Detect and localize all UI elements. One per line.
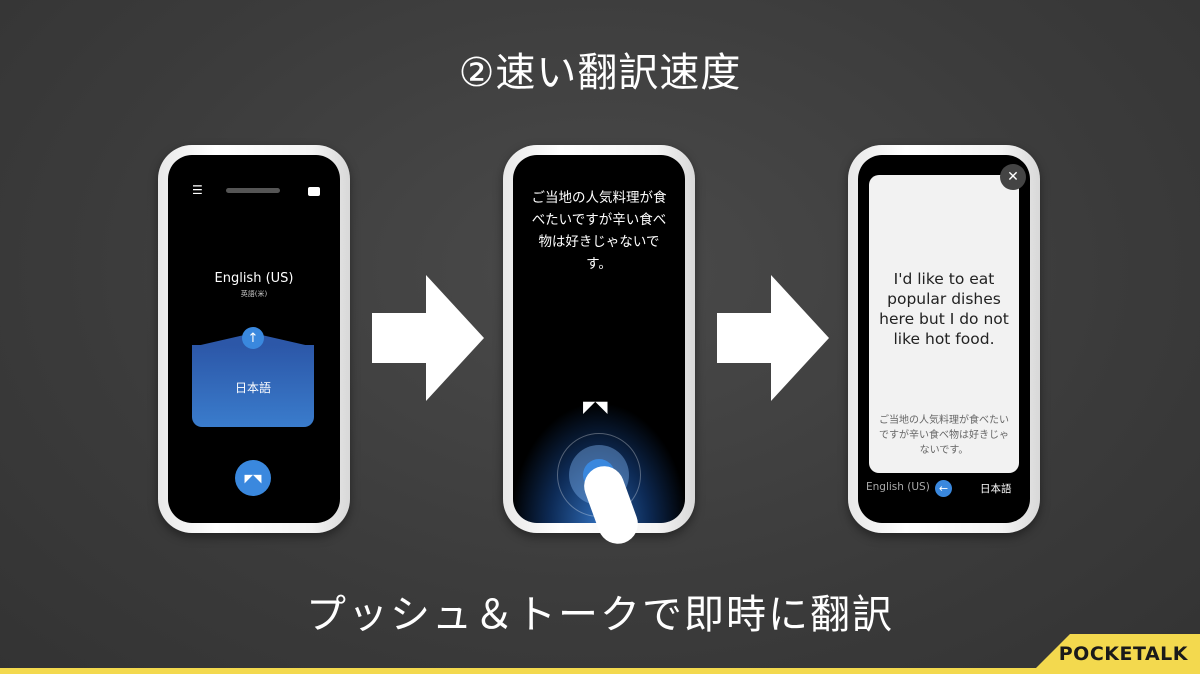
phone-translation: I'd like to eat popular dishes here but … [848, 145, 1040, 533]
slide-subtitle: プッシュ＆トークで即時に翻訳 [306, 592, 894, 638]
pocketalk-logo: POCKETALK [1030, 634, 1200, 674]
arrow-left-icon[interactable]: ← [935, 480, 952, 497]
notch [226, 188, 280, 193]
brand-band [0, 668, 1200, 674]
swap-up-icon[interactable]: ↑ [242, 327, 264, 349]
from-language[interactable]: English (US) [866, 481, 930, 493]
phone-speaking: ご当地の人気料理が食べたいですが辛い食べ物は好きじゃないです。 ◤◥ [503, 145, 695, 550]
slide-title: ②速い翻訳速度 [458, 50, 742, 96]
phone-language-select: ☰ English (US) 英語(米) 日本語 ↑ ◤◥ [158, 145, 350, 533]
target-language: 日本語 [234, 381, 271, 395]
to-language[interactable]: 日本語 [980, 483, 1012, 495]
translation-card: I'd like to eat popular dishes here but … [869, 175, 1019, 473]
arrow-right-icon [372, 275, 484, 401]
arrow-right-icon [717, 275, 829, 401]
phone-screen: ご当地の人気料理が食べたいですが辛い食べ物は好きじゃないです。 ◤◥ [513, 155, 685, 523]
menu-icon[interactable]: ☰ [192, 183, 203, 197]
phone-screen: I'd like to eat popular dishes here but … [858, 155, 1030, 523]
spoken-text: ご当地の人気料理が食べたいですが辛い食べ物は好きじゃないです。 [531, 190, 667, 272]
close-button[interactable]: ✕ [1000, 164, 1026, 190]
source-language-jp: 英語(米) [240, 290, 268, 298]
talk-button[interactable]: ◤◥ [235, 460, 271, 496]
camera-icon[interactable] [308, 187, 320, 196]
phone-screen: ☰ English (US) 英語(米) 日本語 ↑ ◤◥ [168, 155, 340, 523]
translated-text: I'd like to eat popular dishes here but … [879, 270, 1009, 348]
source-language[interactable]: English (US) [214, 271, 294, 286]
talk-indicator-icon: ◤◥ [583, 397, 608, 416]
original-text: ご当地の人気料理が食べたいですが辛い食べ物は好きじゃないです。 [879, 415, 1009, 456]
target-language-card[interactable]: 日本語 [192, 345, 314, 427]
